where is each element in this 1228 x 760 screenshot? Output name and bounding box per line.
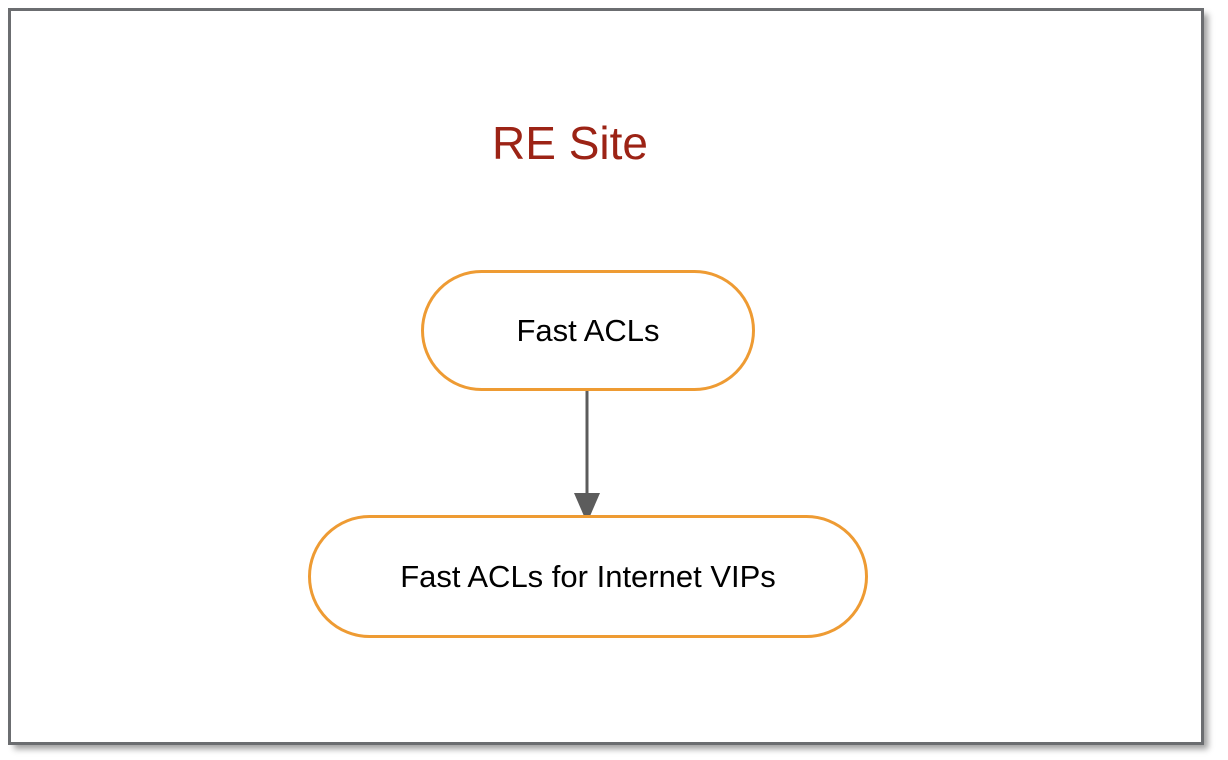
node-fast-acls[interactable]: Fast ACLs (421, 270, 755, 391)
edge-fast-acls-to-fast-acls-internet-vips (574, 383, 600, 523)
diagram-frame: RE Site Fast ACLs Fast ACLs for Internet… (8, 8, 1204, 745)
node-fast-acls-for-internet-vips-label: Fast ACLs for Internet VIPs (400, 558, 776, 594)
node-fast-acls-for-internet-vips[interactable]: Fast ACLs for Internet VIPs (308, 515, 868, 638)
page-title: RE Site (492, 117, 648, 169)
node-fast-acls-label: Fast ACLs (516, 312, 660, 348)
